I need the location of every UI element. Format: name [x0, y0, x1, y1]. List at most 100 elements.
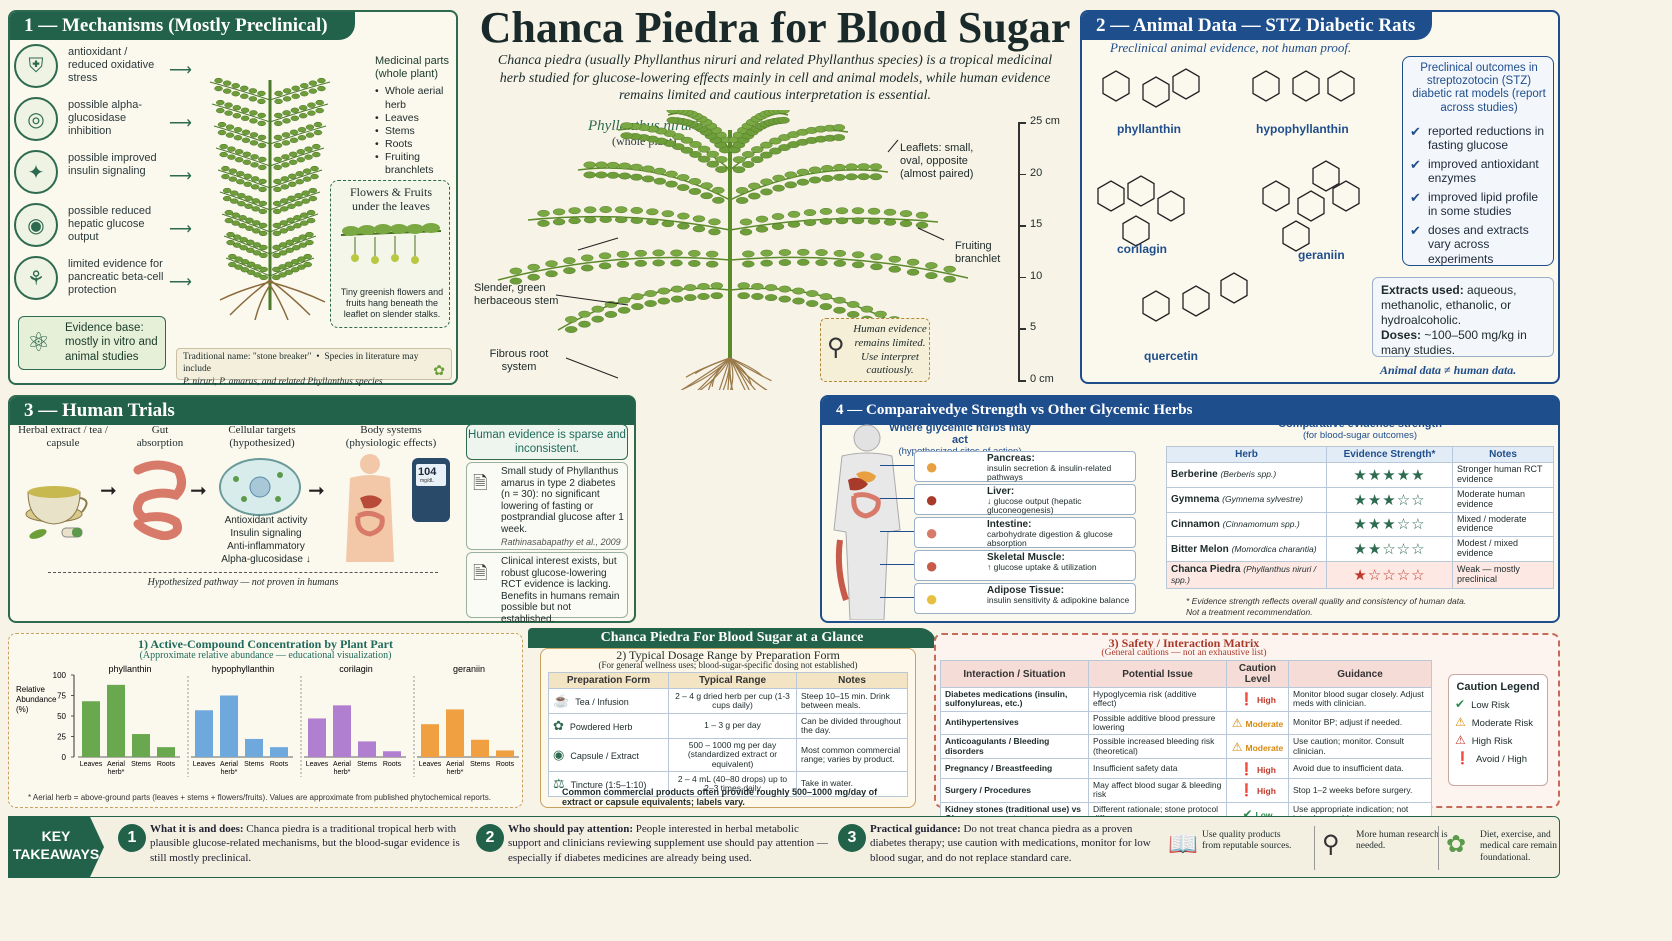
dosage-sub: (For general wellness uses; blood-sugar-…: [598, 660, 858, 670]
issue-cell: Possible additive blood pressure lowerin…: [1088, 710, 1227, 736]
notes-cell: Weak — mostly preclinical: [1452, 561, 1554, 590]
pathway-step-label: Cellular targets (hypothesized): [228, 424, 296, 450]
notes-cell: Moderate human evidence: [1452, 486, 1554, 513]
takeaway-body: Chanca piedra is a traditional tropical …: [150, 823, 460, 864]
medicinal-parts-title: Medicinal parts (whole plant): [375, 55, 449, 81]
caution-cell: ❗High: [1226, 687, 1289, 712]
animal-subtitle: Preclinical animal evidence, not human p…: [1110, 40, 1352, 55]
compound-corilagin: corilagin: [1117, 242, 1168, 256]
chart-footnote: * Aerial herb = above-ground parts (leav…: [28, 793, 491, 802]
takeaways-label-a: KEY: [41, 828, 71, 844]
caution-icon: ✔: [1242, 807, 1253, 822]
y-tick-label: 100: [53, 671, 67, 680]
takeaway-text: Practical guidance: Do not treat chanca …: [870, 822, 1170, 865]
takeaway-heading: Practical guidance:: [870, 823, 961, 835]
scale-label: 0 cm: [1030, 373, 1054, 385]
herb-latin: (Gymnema sylvestre): [1222, 494, 1303, 505]
site-box: ●Pancreas:insulin secretion & insulin-re…: [914, 451, 1136, 482]
star-rating: ★★★☆☆: [1353, 491, 1426, 509]
bullet-icon: •: [375, 111, 379, 124]
caution-icon: ❗: [1239, 783, 1255, 798]
meter-reading: 104: [418, 466, 437, 478]
mechanism-item: ◉possible reduced hepatic glucose output…: [14, 201, 192, 251]
pathway-step-label: Herbal extract / tea / capsule: [18, 424, 108, 450]
arrow-right-icon: ⟶: [169, 274, 192, 291]
species-list: P. niruri, P. amarus, and related Phylla…: [183, 376, 383, 387]
page-subtitle: Chanca piedra (usually Phyllanthus nirur…: [497, 53, 1053, 103]
bar: [471, 739, 489, 757]
star-rating: ★☆☆☆☆: [1353, 567, 1426, 585]
form-cell: ◉Capsule / Extract: [548, 737, 669, 773]
outcome-item: improved antioxidant enzymes: [1410, 157, 1550, 186]
evidence-table-header: Herb Evidence Strength* Notes: [1166, 446, 1554, 463]
legend-label: High Risk: [1471, 736, 1513, 747]
y-tick-label: 25: [57, 733, 66, 742]
col-issue: Potential Issue: [1088, 660, 1227, 688]
caution-icon: ❗: [1239, 761, 1255, 776]
col-situation: Interaction / Situation: [940, 660, 1089, 688]
evidence-row: Chanca Piedra (Phyllanthus niruri / spp.…: [1166, 561, 1554, 590]
table-title: Comparative evidence strength (for blood…: [1170, 418, 1550, 441]
scale-tick: [1018, 225, 1026, 227]
takeaway-body: People interested in herbal metabolic su…: [508, 823, 828, 864]
mechanism-item: ✦possible improved insulin signaling⟶: [14, 148, 192, 198]
evidence-row: Bitter Melon (Momordica charantia)★★☆☆☆M…: [1166, 536, 1554, 563]
herb-name: Bitter Melon: [1171, 543, 1229, 555]
evidence-table: Herb Evidence Strength* Notes Berberine …: [1166, 446, 1554, 590]
connector-line: [880, 597, 914, 598]
bar: [333, 705, 351, 757]
traditional-name: Traditional name: "stone breaker": [183, 352, 312, 362]
site-desc: ↓ glucose output (hepatic gluconeogenesi…: [987, 496, 1082, 516]
target-antiinflammatory: Anti-inflammatory: [227, 541, 305, 552]
outcome-item: improved lipid profile in some studies: [1410, 190, 1550, 219]
medicinal-part: Fruiting branchlets•: [375, 151, 434, 177]
takeaways-bar: [8, 816, 1560, 878]
form-name: Tea / Infusion: [575, 697, 629, 707]
range-cell: 1 – 3 g per day: [668, 713, 797, 739]
pathway-step-label: Body systems (physiologic effects): [345, 424, 437, 450]
legend-item: ❗Avoid / High: [1455, 751, 1541, 765]
scale-tick: [1018, 122, 1026, 124]
takeaways-label-b: TAKEAWAYS: [12, 845, 100, 862]
human-callout-text: Human evidence is sparse and inconsisten…: [468, 429, 626, 456]
site-title: Pancreas:: [987, 453, 1035, 464]
scale-tick: [1018, 173, 1026, 176]
legend-label: Moderate Risk: [1471, 718, 1534, 729]
bar: [132, 734, 150, 757]
range-cell: 500 – 1000 mg per day (standardized extr…: [668, 737, 797, 773]
strength-cell: ★★★★★: [1326, 462, 1453, 488]
y-tick-label: 50: [57, 712, 66, 721]
human-note-box: ⚲ Human evidence remains limited. Use in…: [820, 318, 930, 382]
mechanism-text: antioxidant / reduced oxidative stress: [68, 46, 155, 85]
organ-icon: ●: [925, 553, 939, 578]
scale-tick: [1018, 328, 1026, 330]
situation-cell: Anticoagulants / Bleeding disorders: [940, 734, 1089, 760]
evidence-row: Cinnamon (Cinnamomum spp.)★★★☆☆Mixed / m…: [1166, 511, 1554, 538]
bar: [308, 718, 326, 757]
safety-title: 3) Safety / Interaction Matrix: [1108, 636, 1260, 650]
outcomes-title: Preclinical outcomes in streptozotocin (…: [1412, 62, 1546, 114]
mechanism-item: ⛨antioxidant / reduced oxidative stress⟶: [14, 42, 192, 92]
herb-cell: Bitter Melon (Momordica charantia): [1166, 536, 1327, 563]
compound-hypophyllanthin: hypophyllanthin: [1256, 122, 1349, 136]
page-title: Chanca Piedra for Blood Sugar: [479, 3, 1071, 52]
glance-banner-text: Chanca Piedra For Blood Sugar at a Glanc…: [600, 630, 864, 645]
glucose-meter: 104 mg/dL: [412, 458, 450, 522]
caution-legend: Caution Legend ✔Low Risk⚠Moderate Risk⚠H…: [1448, 674, 1548, 786]
site-title: Intestine:: [987, 519, 1032, 530]
x-tick-label: Roots: [157, 761, 176, 768]
herb-name: Berberine: [1171, 469, 1218, 481]
leaf-icon: ✿: [1446, 832, 1467, 858]
check-icon: ✔: [1455, 697, 1466, 711]
divider: [1438, 826, 1439, 870]
study-a-cite: Rathinasabapathy et al., 2009: [501, 537, 621, 547]
caution-level: Moderate: [1245, 742, 1284, 753]
col-form: Preparation Form: [548, 672, 669, 689]
dosage-notes-cell: Steep 10–15 min. Drink between meals.: [796, 688, 908, 714]
guidance-cell: Monitor blood sugar closely. Adjust meds…: [1288, 687, 1432, 712]
legend-title: Caution Legend: [1456, 681, 1540, 693]
